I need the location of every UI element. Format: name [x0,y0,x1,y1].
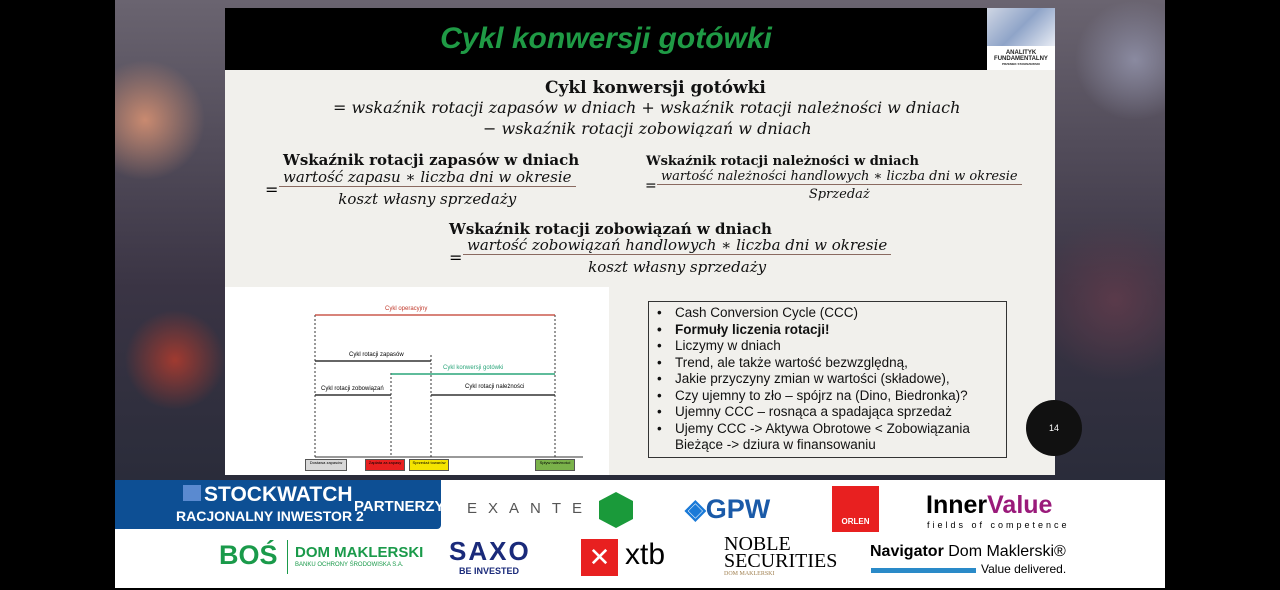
saxo-logo: SAXO [449,536,531,566]
numerator: wartość zapasu ∗ liczba dni w okresie [279,168,576,187]
denominator: Sprzedaż [808,187,870,202]
equals-sign: = [265,180,279,199]
denominator: koszt własny sprzedaży [338,190,517,208]
event-name: RACJONALNY INWESTOR 2 [176,508,364,524]
partners-label: PARTNERZY: [354,498,449,515]
noble-text: SECURITIES [724,550,838,572]
event-payment: Zapłata za zapasy [365,459,405,471]
noble-text: DOM MAKLERSKI [724,571,775,577]
operating-cycle-label: Cykl operacyjny [385,306,428,312]
bullet-item: Liczymy w dniach [655,338,1000,355]
stockwatch-box: STOCKWATCH RACJONALNY INWESTOR 2 PARTNER… [115,480,448,529]
analityk-logo: ANALITYK FUNDAMENTALNY PRZEMEK STANISZEW… [987,8,1055,70]
equals-sign: = [645,178,657,194]
slide-title: Cykl konwersji gotówki [440,22,772,55]
page-number: 14 [1026,400,1082,456]
saxo-tagline: BE INVESTED [459,566,520,576]
navigator-tagline: Value delivered. [981,562,1067,576]
exante-icon [599,492,633,528]
xtb-x-icon: ✕ [581,539,618,576]
innervalue-tagline: fields of competence [927,520,1070,530]
xtb-logo: xtb [625,538,666,571]
gpw-text: GPW [705,494,771,524]
navigator-bar [871,568,976,573]
innervalue-logo: InnerValue [926,491,1052,520]
inventory-cycle-label: Cykl rotacji zapasów [349,352,404,358]
exante-logo: EXANTE [467,500,594,517]
gpw-logo: ◈GPW [685,494,771,524]
navigator-text: Navigator [870,543,944,560]
orlen-logo: ORLEN [832,486,879,532]
equals-sign: = [449,248,463,267]
numerator: wartość należności handlowych ∗ liczba d… [657,169,1022,185]
navigator-logo: Navigator Dom Maklerski® [870,543,1066,561]
event-delivery: Dostawa zapasów [305,459,347,471]
receivables-cycle-label: Cykl rotacji należności [465,384,525,390]
slide-title-bar: Cykl konwersji gotówki [225,8,987,70]
event-collection: Spływ należności [535,459,575,471]
denominator: koszt własny sprzedaży [588,258,767,276]
sponsor-banner: STOCKWATCH RACJONALNY INWESTOR 2 PARTNER… [115,480,1165,588]
stockwatch-logo: STOCKWATCH [183,483,353,507]
innervalue-a: Inner [926,491,988,519]
event-sale: Sprzedaż towarów [409,459,449,471]
bullet-item: Formuły liczenia rotacji! [655,322,1000,339]
main-formula-line1: = wskaźnik rotacji zapasów w dniach + ws… [333,98,961,117]
divider [287,540,288,574]
logo-text: FUNDAMENTALNY [994,56,1048,62]
payables-formula-heading: Wskaźnik rotacji zobowiązań w dniach [449,220,772,238]
cash-cycle-diagram: Cykl operacyjny Cykl rotacji zapasów Cyk… [225,287,609,475]
inventory-fraction: wartość zapasu ∗ liczba dni w okresie ko… [279,168,576,208]
main-formula-line2: − wskaźnik rotacji zobowiązań w dniach [483,119,812,138]
noble-text: NOBLE [724,533,791,555]
inventory-formula-heading: Wskaźnik rotacji zapasów w dniach [283,151,580,169]
innervalue-b: Value [987,491,1053,519]
bullet-item: Czy ujemny to zło – spójrz na (Dino, Bie… [655,388,1000,405]
receivables-formula-heading: Wskaźnik rotacji należności w dniach [646,154,919,169]
noble-logo: NOBLE SECURITIES DOM MAKLERSKI [724,533,838,578]
main-formula-heading: Cykl konwersji gotówki [545,78,766,98]
diagram-lines [314,314,583,458]
numerator: wartość zobowiązań handlowych ∗ liczba d… [463,236,892,255]
receivables-fraction: wartość należności handlowych ∗ liczba d… [657,169,1022,202]
logo-text: PRZEMEK STANISZEWSKI [1002,62,1040,66]
bos-subtext: BANKU OCHRONY ŚRODOWISKA S.A. [295,562,404,568]
bar-chart-icon [183,485,201,501]
payables-cycle-label: Cykl rotacji zobowiązań [321,386,384,392]
bos-logo: BOŚ [219,540,278,570]
bullet-item: Cash Conversion Cycle (CCC) [655,305,1000,322]
bos-dm-text: DOM MAKLERSKI [295,544,424,561]
bullet-list: Cash Conversion Cycle (CCC) Formuły licz… [648,301,1007,458]
payables-fraction: wartość zobowiązań handlowych ∗ liczba d… [463,236,892,276]
brand-name: STOCKWATCH [204,483,353,506]
presentation-slide: Cykl konwersji gotówki ANALITYK FUNDAMEN… [225,8,1055,475]
logo-text: ANALITYK [1005,50,1037,56]
magnifier-chart-icon [987,8,1055,46]
bullet-item: Trend, ale także wartość bezwzględną, [655,355,1000,372]
bullet-item: Jakie przyczyny zmian w wartości (składo… [655,371,1000,388]
bullet-item: Ujemny CCC – rosnąca a spadająca sprzeda… [655,404,1000,421]
ccc-label: Cykl konwersji gotówki [443,365,504,371]
bullet-item: Ujemy CCC -> Aktywa Obrotowe < Zobowiąza… [655,421,1000,454]
navigator-dm: Dom Maklerski® [948,543,1066,560]
